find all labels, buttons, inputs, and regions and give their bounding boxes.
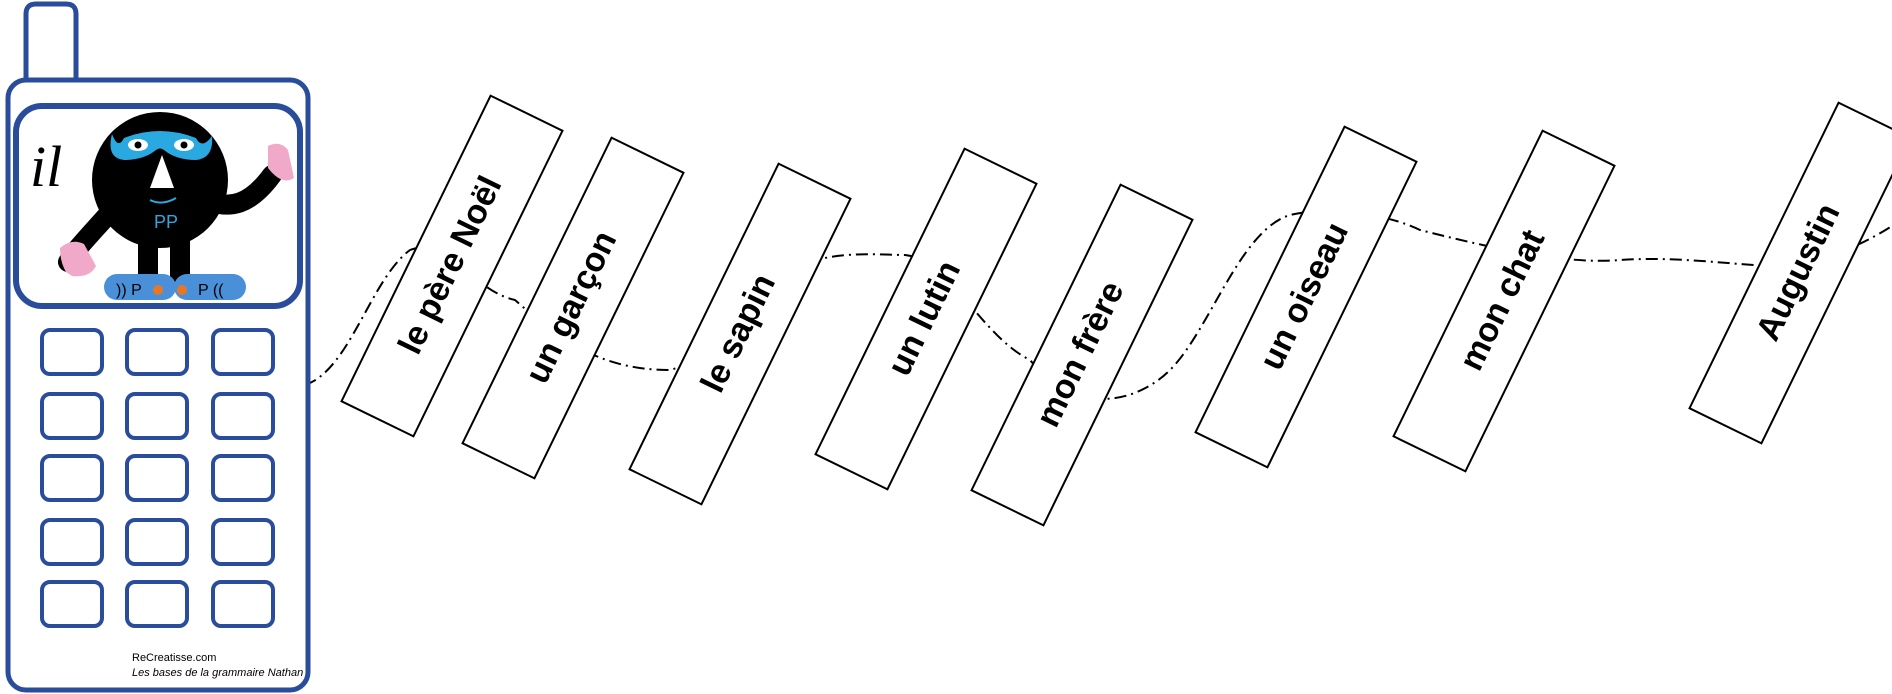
word-card: mon frère xyxy=(970,183,1194,527)
word-card: Augustin xyxy=(1688,101,1892,445)
keypad-key xyxy=(125,580,189,628)
left-shoe-label: )) P xyxy=(116,282,142,299)
keypad-key xyxy=(125,392,189,440)
phone-keypad xyxy=(40,328,275,628)
keypad-key xyxy=(125,454,189,502)
credit-source: Les bases de la grammaire Nathan xyxy=(132,667,304,679)
right-shoe-label: P (( xyxy=(198,282,224,299)
phone-antenna xyxy=(23,1,79,80)
word-card: mon chat xyxy=(1392,129,1616,473)
keypad-key xyxy=(40,518,104,566)
keypad-key xyxy=(40,328,104,376)
keypad-key xyxy=(211,580,275,628)
keypad-key xyxy=(40,454,104,502)
keypad-key xyxy=(211,392,275,440)
keypad-key xyxy=(211,328,275,376)
keypad-key xyxy=(40,580,104,628)
right-shoe xyxy=(174,274,246,300)
keypad-key xyxy=(211,518,275,566)
keypad-key xyxy=(40,392,104,440)
word-card: un oiseau xyxy=(1194,125,1418,469)
keypad-key xyxy=(125,518,189,566)
mascot-badge: PP xyxy=(154,212,178,232)
masked-character-icon xyxy=(58,112,294,300)
keypad-key xyxy=(211,454,275,502)
pronoun-label: il xyxy=(30,134,62,199)
keypad-key xyxy=(125,328,189,376)
connecting-string xyxy=(304,210,1892,400)
credit-site: ReCreatisse.com xyxy=(132,652,217,664)
